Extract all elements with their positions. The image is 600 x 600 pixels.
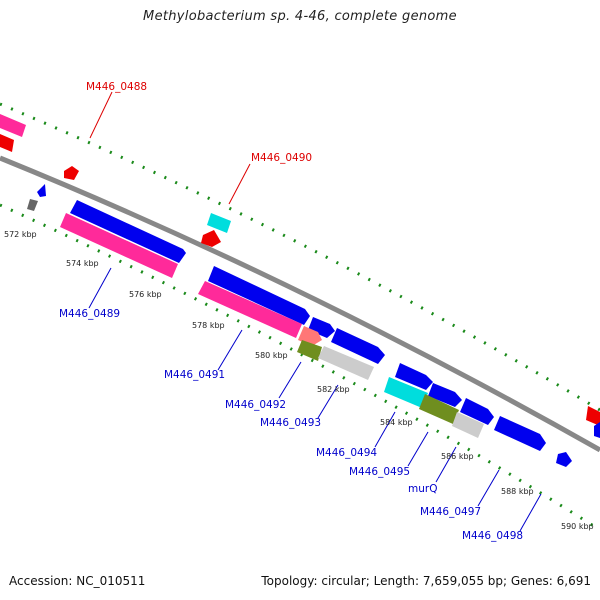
tick-label-580: 580 kbp (255, 351, 288, 360)
leader-0498 (519, 493, 542, 532)
leader-0491 (217, 329, 243, 371)
gene-label-0492: M446_0492 (225, 399, 286, 411)
feature-cyan-0494 (384, 377, 428, 408)
feature-red-right-edge (586, 406, 600, 426)
feature-blue-small-0498 (556, 452, 572, 467)
outer-tick-ring (0, 102, 600, 412)
tick-label-584: 584 kbp (380, 418, 413, 427)
tick-label-574: 574 kbp (66, 259, 99, 268)
feature-olive-0492 (297, 340, 322, 361)
tick-label-582: 582 kbp (317, 385, 350, 394)
feature-red-0490 (201, 230, 221, 247)
genome-backbone (0, 155, 600, 453)
gene-label-0491: M446_0491 (164, 369, 225, 381)
leader-0489 (88, 267, 112, 309)
tick-label-590: 590 kbp (561, 522, 594, 531)
tick-label-588: 588 kbp (501, 487, 534, 496)
gene-label-0488: M446_0488 (86, 81, 147, 93)
gene-label-0495: M446_0495 (349, 466, 410, 478)
tick-label-586: 586 kbp (441, 452, 474, 461)
feature-olive-0495 (419, 394, 459, 424)
map-title: Methylobacterium sp. 4-46, complete geno… (143, 9, 457, 24)
feature-blue-0493-top (331, 328, 385, 364)
leader-0494 (374, 411, 396, 448)
feature-blue-0489 (70, 200, 186, 263)
gene-label-0493: M446_0493 (260, 417, 321, 429)
feature-blue-0494-top (395, 363, 433, 390)
inner-tick-ring (0, 203, 600, 532)
leader-0495 (407, 431, 429, 467)
leader-0488 (89, 91, 113, 139)
gene-label-0498: M446_0498 (462, 530, 523, 542)
gene-label-0494: M446_0494 (316, 447, 377, 459)
gene-label-0489: M446_0489 (59, 308, 120, 320)
gene-label-0497: M446_0497 (420, 506, 481, 518)
gene-label-murq: murQ (408, 483, 437, 495)
feature-grey-murq (452, 412, 484, 438)
tick-label-572: 572 kbp (4, 230, 37, 239)
feature-blue-right-edge (594, 422, 600, 438)
feature-blue-0491 (208, 266, 310, 325)
leader-0497 (477, 469, 500, 507)
feature-pink-0489 (60, 213, 178, 278)
feature-grey-0493 (318, 346, 374, 380)
genome-summary-text: Topology: circular; Length: 7,659,055 bp… (261, 574, 591, 588)
accession-text: Accession: NC_010511 (9, 574, 146, 588)
leader-0490 (228, 163, 251, 205)
feature-red-top-left (0, 134, 14, 152)
leader-murq (435, 446, 457, 483)
feature-blue-small-left (37, 184, 46, 197)
feature-pink-0491 (198, 281, 302, 338)
feature-red-0488 (64, 166, 79, 180)
feature-blue-0497-top (494, 416, 546, 451)
tick-label-576: 576 kbp (129, 290, 162, 299)
leader-0493 (317, 384, 339, 419)
feature-blue-0495-top (428, 383, 462, 407)
feature-blue-murq-top (460, 398, 494, 425)
feature-pink-top-left (0, 114, 26, 137)
feature-grey-small-left (27, 199, 38, 211)
feature-cyan-0490 (207, 213, 231, 233)
gene-label-0490: M446_0490 (251, 152, 312, 164)
leader-0492 (278, 361, 302, 399)
tick-label-578: 578 kbp (192, 321, 225, 330)
